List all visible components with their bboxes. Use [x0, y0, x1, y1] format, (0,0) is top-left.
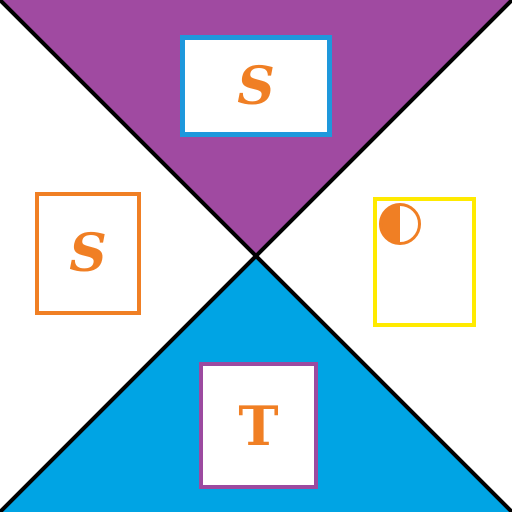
top-card-letter: S	[237, 55, 275, 117]
left-card: S	[35, 192, 141, 315]
half-filled-circle-icon	[379, 203, 421, 245]
left-card-letter: S	[69, 223, 107, 284]
top-card: S	[180, 35, 332, 137]
right-card	[373, 197, 476, 327]
bottom-card-letter: T	[238, 393, 279, 458]
bottom-card: T	[199, 362, 318, 489]
